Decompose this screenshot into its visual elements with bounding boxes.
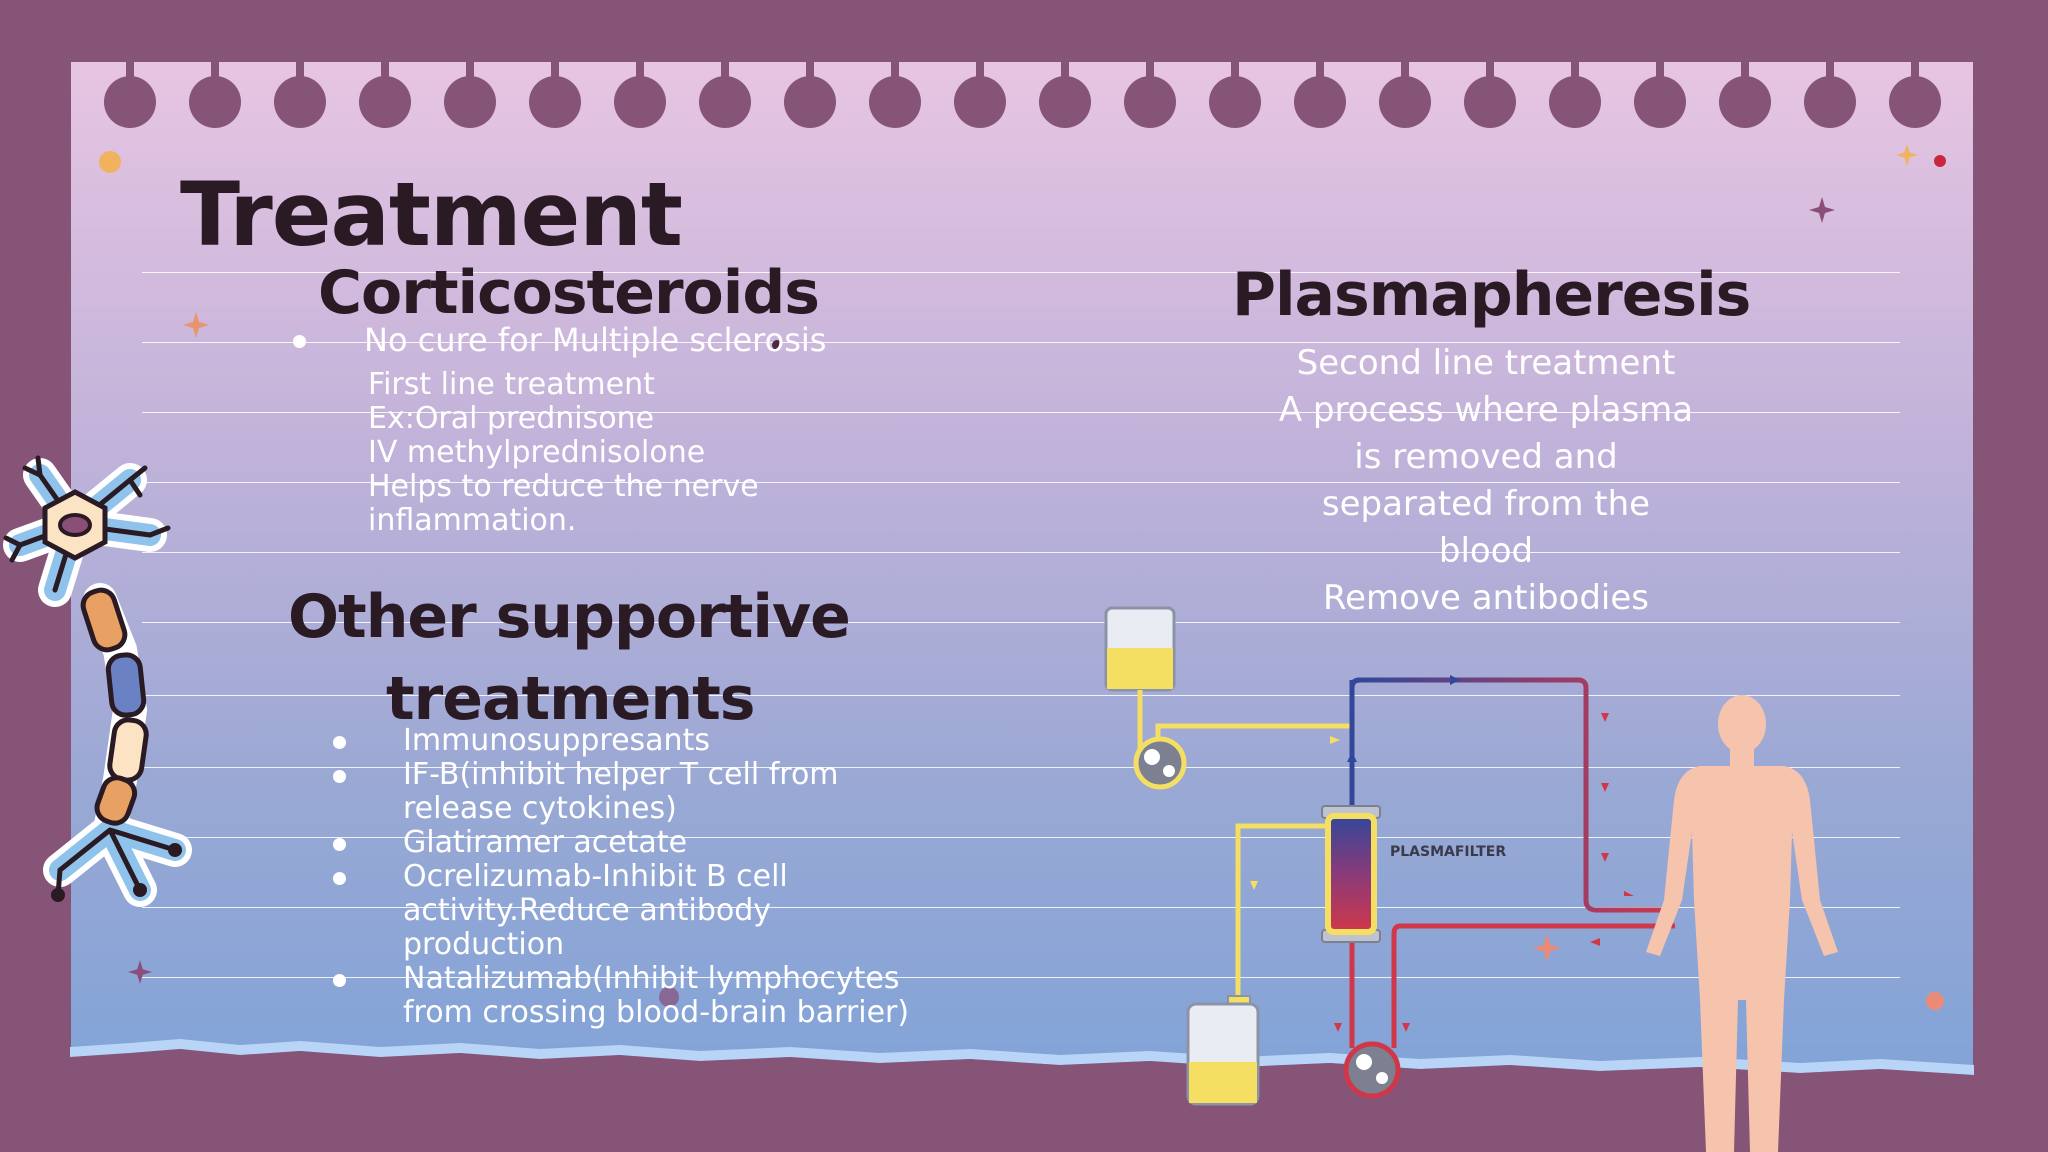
torn-paper-edge [70, 1039, 1974, 1152]
plasmafilter-label: PLASMAFILTER [1390, 844, 1506, 860]
list-item-line: from crossing blood-brain barrier) [403, 995, 910, 1030]
decor-dot [99, 151, 121, 173]
list-item-line: Ocrelizumab-Inhibit B cell [403, 859, 788, 894]
list-item: Immunosuppresants [403, 723, 710, 758]
sparkle-icon [1533, 934, 1561, 962]
binding-hole [359, 56, 411, 128]
plasma-bag-icon [1104, 606, 1176, 692]
decor-dot [1934, 155, 1946, 167]
bullet-icon [333, 838, 346, 851]
sparkle-icon [1809, 197, 1835, 223]
neuron-illustration-icon [3, 455, 192, 907]
page-title: Treatment [180, 163, 683, 266]
binding-hole [954, 56, 1006, 128]
detail-line: Remove antibodies [1323, 578, 1649, 618]
decor-dot [772, 340, 782, 350]
pump-icon [1133, 736, 1187, 790]
waste-container-icon [1186, 995, 1260, 1106]
corticosteroids-details: First line treatment Ex:Oral prednisone … [368, 368, 759, 538]
binding-hole [1889, 56, 1941, 128]
binding-hole [1039, 56, 1091, 128]
binding-hole [1379, 56, 1431, 128]
binding-hole [1634, 56, 1686, 128]
detail-line: Ex:Oral prednisone [368, 401, 655, 436]
list-item-line: activity.Reduce antibody [403, 893, 772, 928]
detail-line: First line treatment [368, 367, 655, 402]
bullet-icon [333, 736, 346, 749]
supportive-heading-line1: Other supportive [288, 582, 851, 652]
bullet-icon [293, 335, 306, 348]
detail-line: is removed and [1354, 437, 1618, 477]
binding-hole [1719, 56, 1771, 128]
binding-hole [1464, 56, 1516, 128]
binding-hole [614, 56, 666, 128]
corticosteroids-heading: Corticosteroids [318, 258, 820, 328]
bullet-icon [333, 872, 346, 885]
detail-line: inflammation. [368, 503, 577, 538]
plasmapheresis-heading: Plasmapheresis [1232, 260, 1751, 330]
binding-hole [529, 56, 581, 128]
binding-hole [104, 56, 156, 128]
sparkle-icon [183, 312, 209, 338]
detail-line: IV methylprednisolone [368, 435, 706, 470]
detail-line: A process where plasma [1278, 390, 1694, 430]
list-item-line: production [403, 927, 565, 962]
detail-line: blood [1438, 531, 1534, 571]
corticosteroids-bullet: No cure for Multiple sclerosis [364, 321, 827, 359]
list-item: Natalizumab(Inhibit lymphocytes from cro… [403, 962, 909, 1030]
human-body-icon [1646, 695, 1838, 1152]
binding-hole [1294, 56, 1346, 128]
list-item: Ocrelizumab-Inhibit B cell activity.Redu… [403, 860, 788, 962]
sparkle-icon [1896, 144, 1918, 166]
binding-hole [444, 56, 496, 128]
binding-hole [869, 56, 921, 128]
bullet-icon [333, 974, 346, 987]
decor-dot [1926, 992, 1944, 1010]
sparkle-icon [128, 960, 152, 984]
list-item: IF-B(inhibit helper T cell from release … [403, 758, 839, 826]
binding-hole [784, 56, 836, 128]
pump-icon [1343, 1041, 1401, 1099]
plasmapheresis-details: Second line treatment A process where pl… [1236, 340, 1736, 622]
binding-hole [274, 56, 326, 128]
binding-hole [189, 56, 241, 128]
plasmafilter-icon [1321, 805, 1381, 943]
list-item-line: release cytokines) [403, 791, 677, 826]
decor-dot [659, 987, 679, 1007]
detail-line: Helps to reduce the nerve [368, 469, 759, 504]
binding-hole [1124, 56, 1176, 128]
list-item-line: Natalizumab(Inhibit lymphocytes [403, 961, 900, 996]
list-item-line: IF-B(inhibit helper T cell from [403, 757, 839, 792]
bullet-icon [333, 770, 346, 783]
detail-line: Second line treatment [1296, 343, 1676, 383]
binding-hole [1549, 56, 1601, 128]
list-item: Glatiramer acetate [403, 825, 688, 860]
supportive-heading-line2: treatments [386, 664, 755, 734]
binding-hole [1804, 56, 1856, 128]
detail-line: separated from the [1321, 484, 1651, 524]
plasmapheresis-diagram: PLASMAFILTER [1104, 606, 1838, 1152]
binding-hole [699, 56, 751, 128]
binding-hole [1209, 56, 1261, 128]
